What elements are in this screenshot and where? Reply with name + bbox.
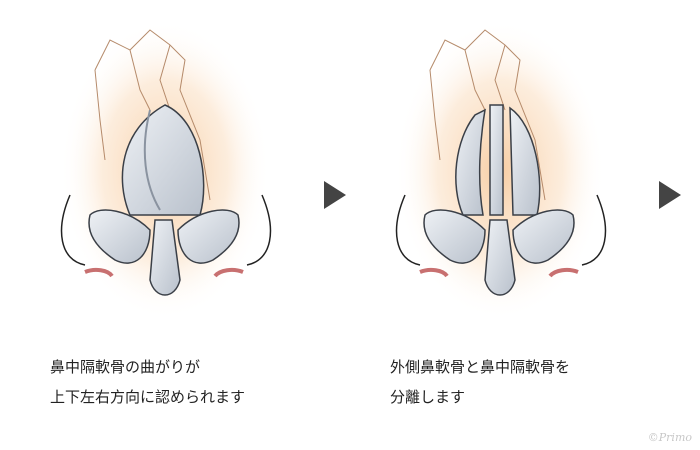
nose-illustration-separated [335,0,675,320]
arrow-right-icon [659,181,681,209]
caption-line: 鼻中隔軟骨の曲がりが [50,358,201,376]
nose-illustration-before [0,0,340,320]
caption-line: 上下左右方向に認められます [50,388,246,406]
caption-line: 分離します [390,388,466,406]
arrow-right-icon [324,181,346,209]
watermark: ©Primo [647,431,692,444]
caption-line: 外側鼻軟骨と鼻中隔軟骨を [390,358,571,376]
caption-step-2: 外側鼻軟骨と鼻中隔軟骨を 分離します [390,352,570,412]
caption-step-1: 鼻中隔軟骨の曲がりが 上下左右方向に認められます [50,352,245,412]
